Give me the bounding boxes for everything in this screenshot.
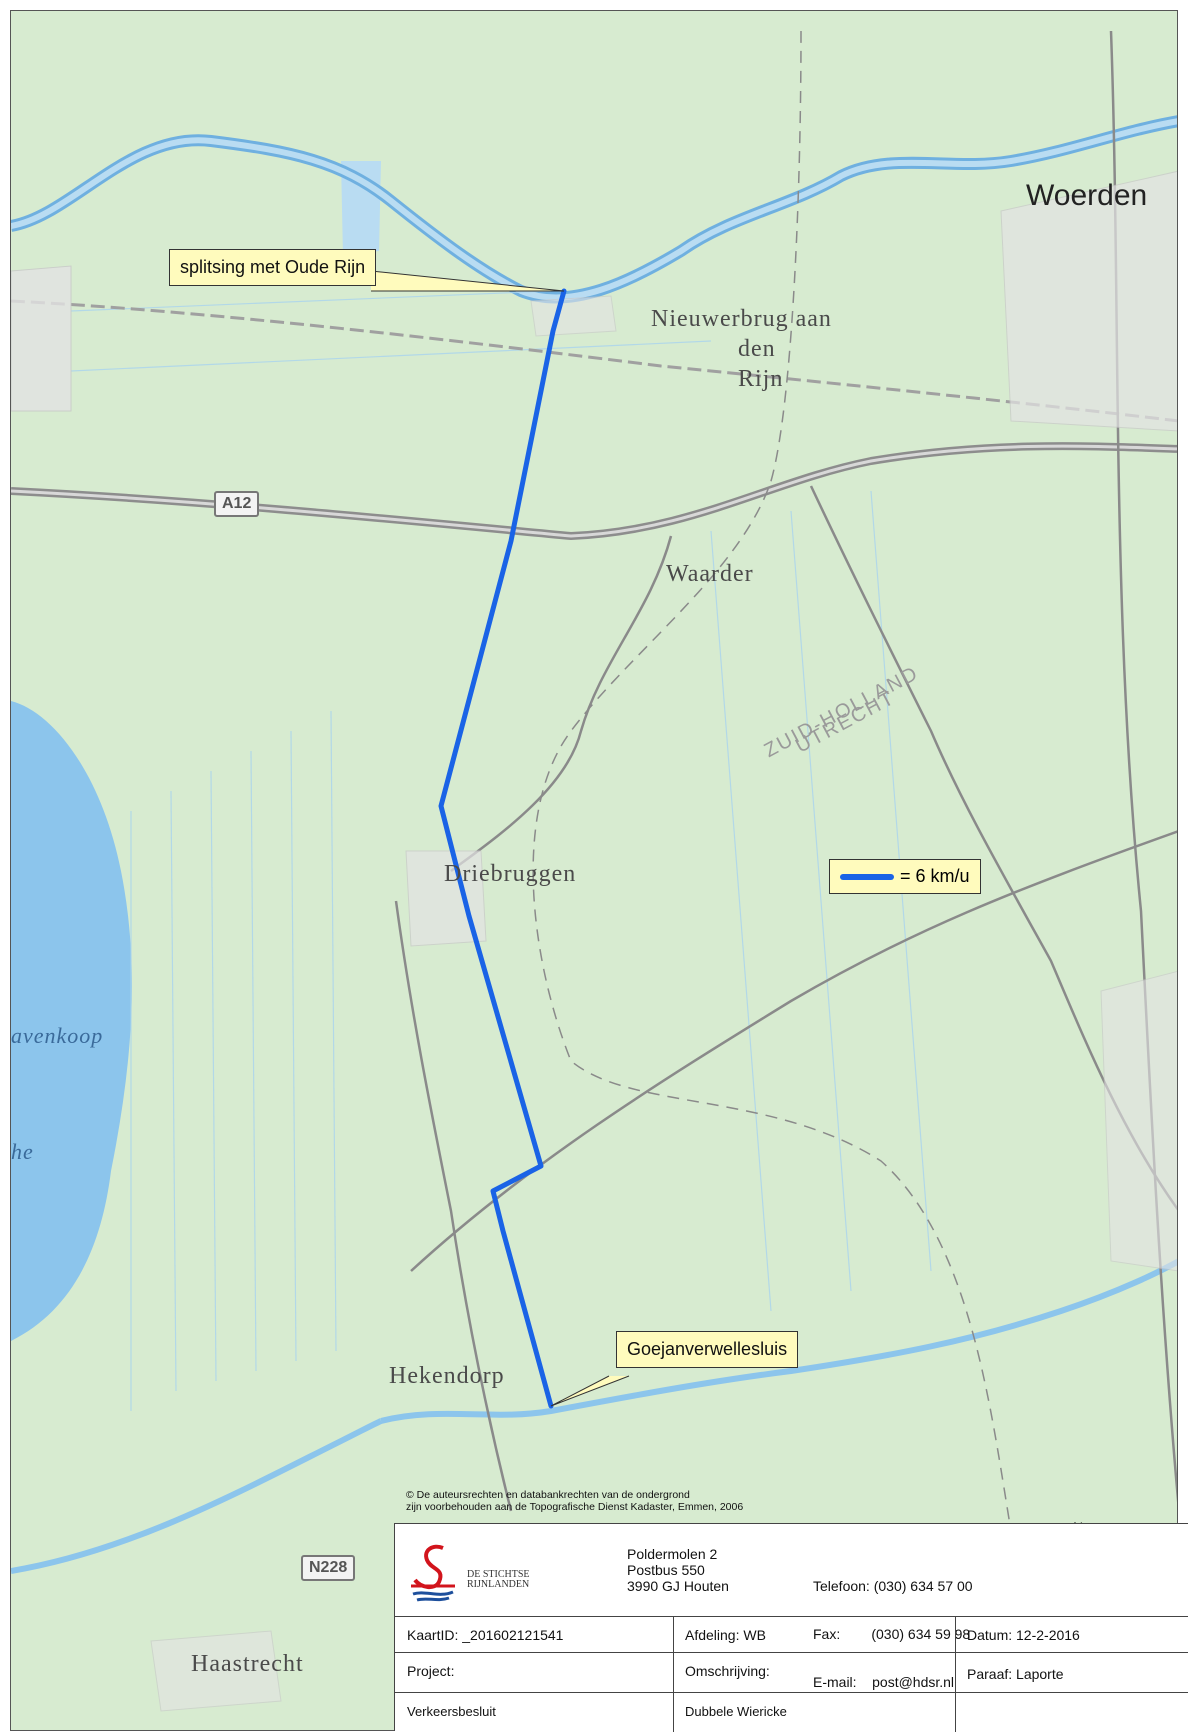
callout-end: Goejanverwellesluis (616, 1331, 799, 1368)
project-label: Project: (407, 1663, 455, 1679)
omschrijving-value: Dubbele Wiericke (685, 1704, 787, 1719)
datum: Datum: 12-2-2016 (967, 1627, 1080, 1643)
divider-3 (395, 1692, 1188, 1693)
place-nieuwerbrug-line2: den (738, 336, 776, 362)
contact-email: E-mail: post@hdsr.nl (813, 1674, 955, 1690)
divider-1 (395, 1616, 1188, 1617)
place-haastrecht: Haastrecht (191, 1651, 304, 1677)
callout-pointer-end (550, 1375, 630, 1407)
afdeling: Afdeling: WB (685, 1627, 766, 1643)
road-driebruggen-west (394, 900, 513, 1512)
copyright-line-1: © De auteursrechten en databankrechten v… (406, 1489, 690, 1501)
contact-phone: Telefoon: (030) 634 57 00 (813, 1578, 973, 1594)
swan-logo-icon (411, 1544, 455, 1602)
divider-v1 (673, 1616, 674, 1732)
haastrecht-urban (150, 1630, 282, 1712)
contact-block: Telefoon: (030) 634 57 00 Fax: (030) 634… (813, 1546, 973, 1722)
callout-start: splitsing met Oude Rijn (169, 249, 377, 286)
place-reeuwijk-partial: avenkoop (11, 1023, 104, 1048)
place-hekendorp: Hekendorp (389, 1363, 505, 1389)
industrial-west (11, 265, 72, 412)
place-lake-partial: he (11, 1139, 34, 1164)
road-shield-a12: A12 (214, 491, 260, 517)
railway (11, 299, 1177, 423)
east-urban (1100, 970, 1177, 1272)
place-nieuwerbrug-line1: Nieuwerbrug aan (651, 306, 832, 332)
driebruggen-urban (405, 850, 487, 947)
legend-label: = 6 km/u (900, 866, 970, 886)
road-shield-n228: N228 (301, 1555, 356, 1581)
copyright-line-2: zijn voorbehouden aan de Topografische D… (406, 1501, 744, 1513)
address-block: Poldermolen 2 Postbus 550 3990 GJ Houten (627, 1546, 729, 1594)
map-graphics (11, 30, 1177, 1712)
contact-fax: Fax: (030) 634 59 98 (813, 1626, 971, 1642)
woerden-urban (1000, 170, 1177, 432)
title-block: DE STICHTSE RIJNLANDEN Poldermolen 2 Pos… (394, 1523, 1188, 1732)
place-driebruggen: Driebruggen (444, 861, 577, 887)
map-canvas[interactable]: Woerden Nieuwerbrug aan den Rijn Waarder… (10, 10, 1178, 1731)
org-name: DE STICHTSE RIJNLANDEN (467, 1570, 530, 1590)
omschrijving-label: Omschrijving: (685, 1663, 770, 1679)
place-waarder: Waarder (666, 561, 754, 587)
paraaf: Paraaf: Laporte (967, 1666, 1064, 1682)
lake-water (11, 701, 132, 1341)
road-waarder-south (450, 535, 673, 873)
address-line-2: Postbus 550 (627, 1562, 705, 1578)
place-woerden: Woerden (1026, 179, 1148, 212)
place-nieuwerbrug-line3: Rijn (738, 366, 784, 392)
southern-canal (380, 1258, 1177, 1424)
legend-box: = 6 km/u (829, 859, 981, 894)
province-border (532, 30, 1012, 1532)
hdsr-logo: DE STICHTSE RIJNLANDEN (405, 1542, 555, 1604)
org-line-1: DE STICHTSE (467, 1569, 530, 1580)
callout-pointer-start (370, 270, 565, 292)
nieuwerbrug-urban (530, 295, 617, 337)
a12-motorway (11, 442, 1177, 541)
address-line-1: Poldermolen 2 (627, 1546, 718, 1562)
kaartid: KaartID: _201602121541 (407, 1627, 564, 1643)
address-line-3: 3990 GJ Houten (627, 1578, 729, 1594)
legend-line-swatch (840, 873, 894, 880)
copyright-notice: © De auteursrechten en databankrechten v… (406, 1489, 743, 1513)
divider-2 (395, 1652, 1188, 1653)
divider-v2 (955, 1616, 956, 1732)
route-dubbele-wiericke (438, 288, 567, 1409)
road-diagonal-southeast (410, 830, 1177, 1272)
project-value: Verkeersbesluit (407, 1704, 496, 1719)
org-line-2: RIJNLANDEN (467, 1579, 530, 1590)
